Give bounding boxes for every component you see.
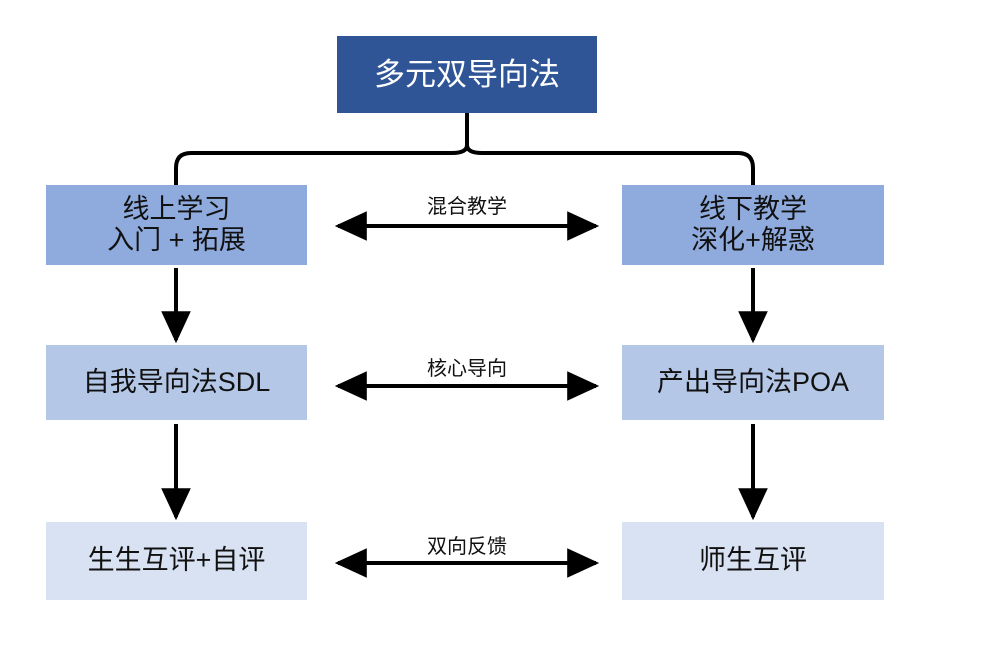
node-offline-teaching[interactable]: 线下教学 深化+解惑 (622, 185, 884, 265)
node-online-learning-line2: 入门 + 拓展 (107, 225, 246, 255)
node-online-learning-line1: 线上学习 (122, 193, 231, 224)
node-online-learning[interactable]: 线上学习 入门 + 拓展 (46, 185, 307, 265)
node-offline-teaching-line1: 线下教学 (699, 193, 807, 224)
node-poa[interactable]: 产出导向法POA (622, 345, 884, 420)
connector-label-two-way-feedback: 双向反馈 (427, 536, 507, 558)
node-peer-self-assessment-label: 生生互评+自评 (87, 545, 266, 576)
node-poa-label: 产出导向法POA (656, 366, 850, 397)
node-root-method[interactable]: 多元双导向法 (337, 36, 597, 113)
connector-label-core-orientation: 核心导向 (427, 358, 507, 380)
node-offline-teaching-line2: 深化+解惑 (691, 225, 815, 255)
connector-label-hybrid-teaching: 混合教学 (427, 196, 507, 218)
root-bracket-connector (174, 113, 755, 196)
node-teacher-student-assessment-label: 师生互评 (699, 545, 807, 576)
node-teacher-student-assessment[interactable]: 师生互评 (622, 522, 884, 600)
node-peer-self-assessment[interactable]: 生生互评+自评 (46, 522, 307, 600)
node-sdl[interactable]: 自我导向法SDL (46, 345, 307, 420)
node-sdl-label: 自我导向法SDL (82, 366, 271, 397)
node-root-label: 多元双导向法 (374, 56, 560, 92)
